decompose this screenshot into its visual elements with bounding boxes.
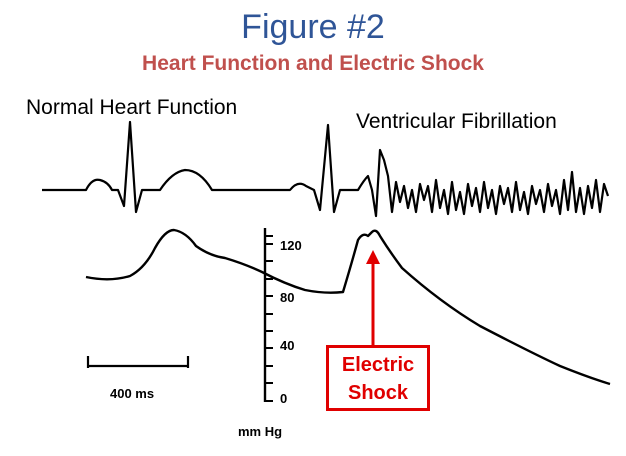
scale-bar-label: 400 ms <box>110 386 155 401</box>
shock-label-line2: Shock <box>347 382 409 404</box>
figure-title: Figure #2 <box>241 8 385 46</box>
axis-unit-label: mm Hg <box>238 424 283 439</box>
time-scale-bar <box>86 356 190 368</box>
figure-subtitle: Heart Function and Electric Shock <box>142 52 484 75</box>
pressure-trace <box>85 228 611 386</box>
shock-arrow <box>366 250 380 345</box>
normal-heart-label: Normal Heart Function <box>26 96 238 119</box>
axis-ticks <box>265 235 273 402</box>
tick-label-40: 40 <box>280 338 295 353</box>
ecg-trace <box>42 120 610 218</box>
electric-shock-label: Electric Shock <box>326 345 430 411</box>
shock-label-line1: Electric <box>341 354 415 376</box>
tick-label-0: 0 <box>280 391 288 406</box>
tick-label-80: 80 <box>280 290 295 305</box>
tick-label-120: 120 <box>280 238 302 253</box>
vfib-label: Ventricular Fibrillation <box>356 110 557 133</box>
